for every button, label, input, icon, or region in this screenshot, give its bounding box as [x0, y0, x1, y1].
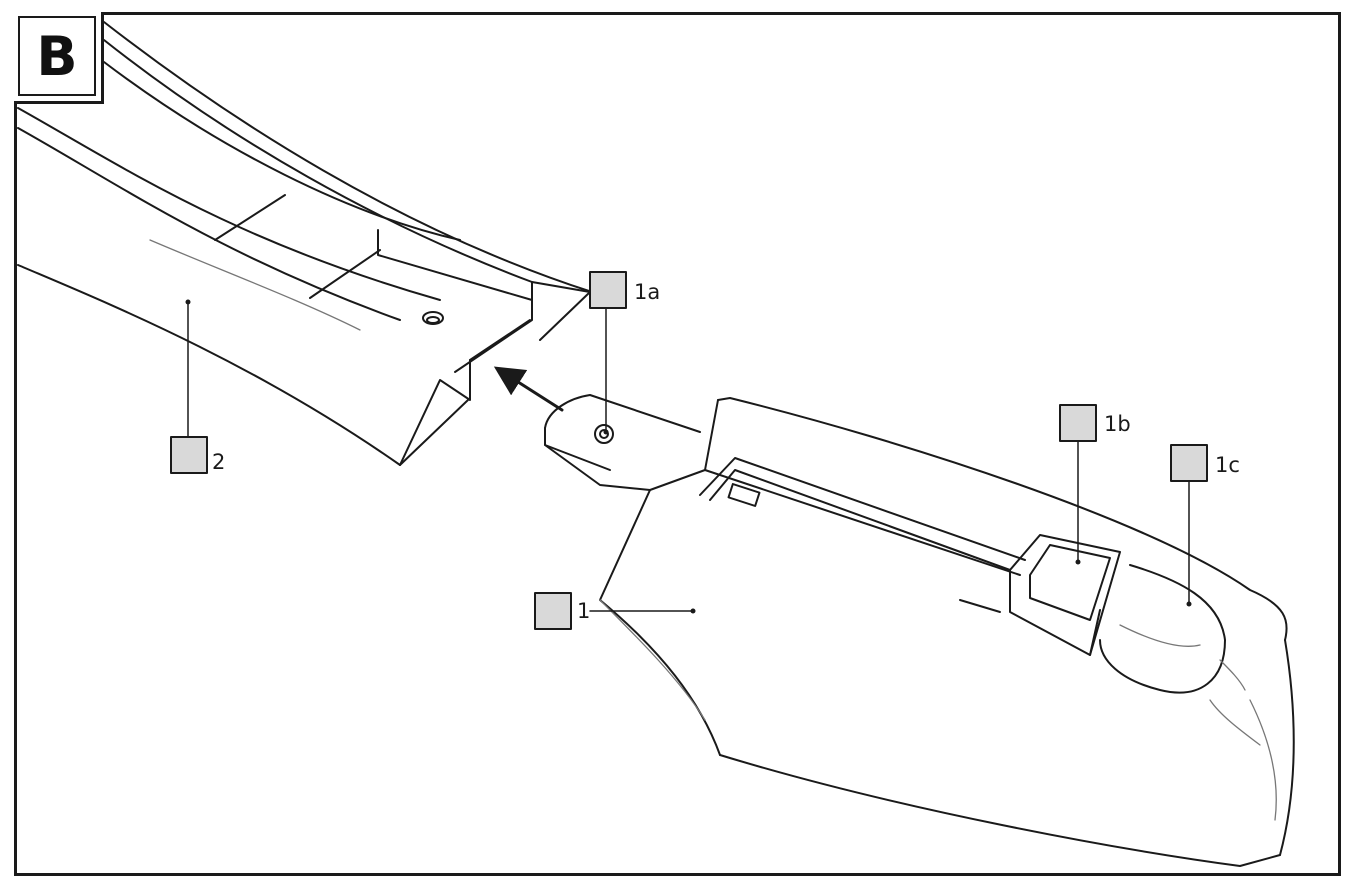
callout-label-1c: 1c	[1215, 453, 1240, 477]
callout-label-1b: 1b	[1104, 412, 1131, 436]
insert-arrow	[493, 366, 564, 412]
callout-1b-graphic	[1059, 404, 1097, 565]
callout-label-2: 2	[212, 450, 226, 474]
callout-2-graphic	[170, 299, 208, 474]
callout-1c-graphic	[1170, 444, 1208, 607]
figure-letter: B	[18, 16, 96, 96]
callout-1-graphic	[534, 592, 696, 630]
figure-badge: B	[14, 12, 104, 104]
callout-label-1: 1	[577, 599, 591, 623]
figure-frame	[14, 12, 1341, 876]
callout-1a-graphic	[589, 271, 627, 435]
part-2-rail	[17, 21, 593, 466]
callout-label-1a: 1a	[634, 280, 661, 304]
part-1-body	[544, 394, 1295, 867]
